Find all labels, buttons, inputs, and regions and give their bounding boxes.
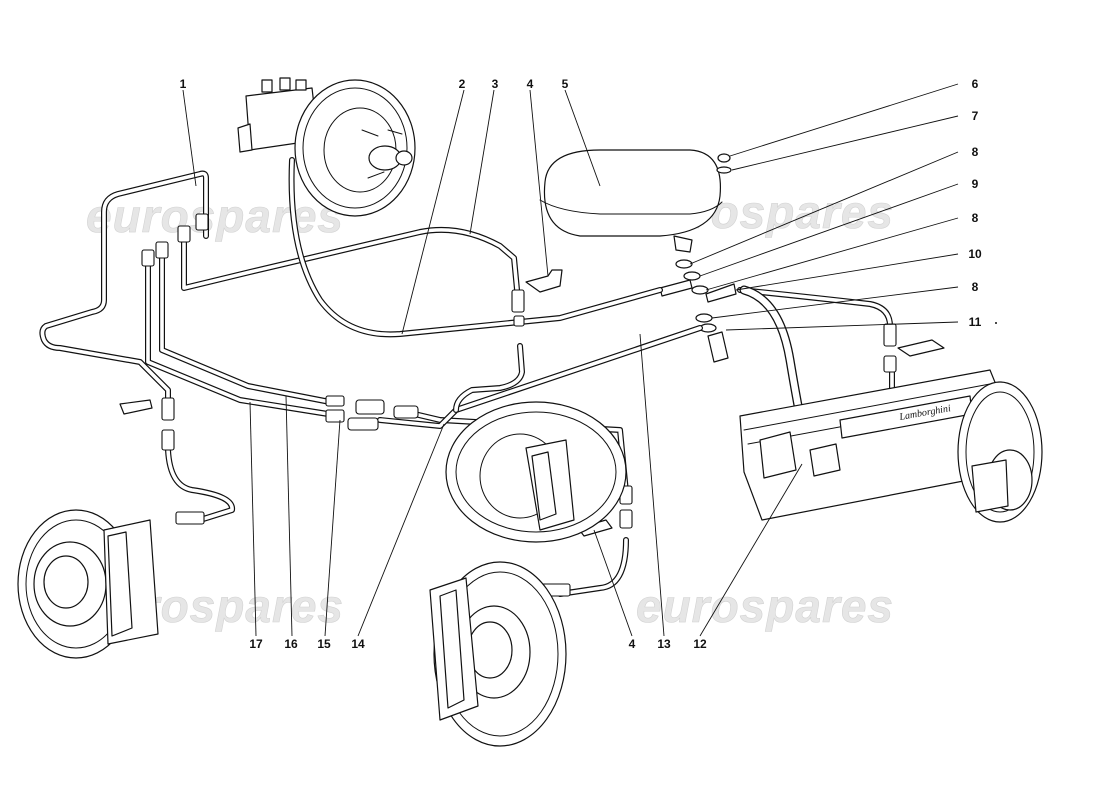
callout-17: 17: [249, 637, 263, 651]
stray-dot: [995, 322, 997, 324]
callout-16: 16: [284, 637, 298, 651]
leader-lines: [182, 83, 959, 637]
callout-4-bottom: 4: [629, 637, 636, 651]
callout-10: 10: [968, 247, 982, 261]
callout-1: 1: [180, 77, 187, 91]
rear-left-brake-disc: [445, 401, 627, 543]
callout-2: 2: [459, 77, 466, 91]
callout-15: 15: [317, 637, 331, 651]
callout-8-third: 8: [972, 280, 979, 294]
callout-4-top: 4: [527, 77, 534, 91]
mounting-brackets: [119, 269, 945, 537]
callout-7: 7: [972, 109, 979, 123]
callout-3: 3: [492, 77, 499, 91]
callout-14: 14: [351, 637, 365, 651]
callout-12: 12: [693, 637, 707, 651]
master-cylinder-booster: [237, 77, 416, 217]
callout-13: 13: [657, 637, 671, 651]
watermark-top-left: eurospares: [86, 190, 344, 242]
callout-6: 6: [972, 77, 979, 91]
reservoir-cap: [717, 153, 731, 163]
callouts: 1 2 3 4 5 6 7 8 9 8 10 8 11 12 13 4 14 1…: [180, 77, 982, 651]
brake-lines: [39, 157, 895, 597]
callout-9: 9: [972, 177, 979, 191]
callout-8-first: 8: [972, 145, 979, 159]
watermark-bottom-right: eurospares: [636, 580, 894, 632]
callout-5: 5: [562, 77, 569, 91]
callout-11: 11: [969, 315, 982, 329]
reservoir-fittings: [659, 259, 737, 363]
fluid-reservoir: [539, 149, 732, 253]
callout-8-second: 8: [972, 211, 979, 225]
front-right-brake-disc: [429, 561, 567, 747]
rear-axle-gearbox: Lamborghini: [739, 369, 1043, 523]
front-left-brake-disc: [17, 509, 159, 659]
